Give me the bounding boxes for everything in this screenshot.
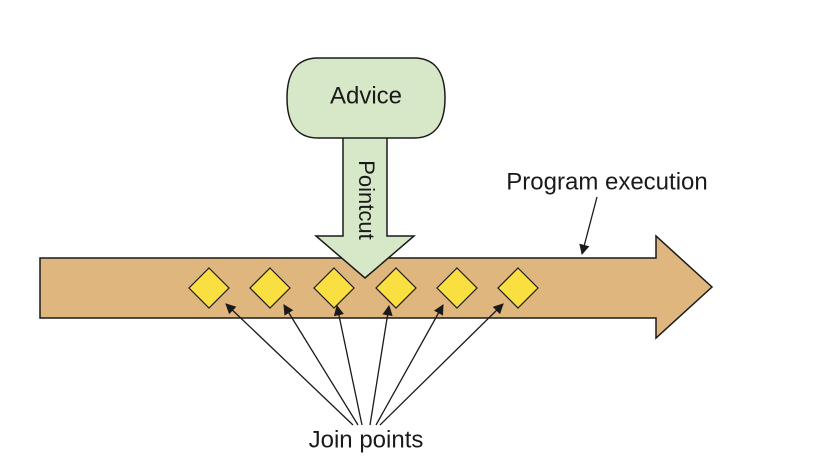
join-point-diamond [436,267,478,309]
join-points-group [188,267,539,309]
join-points-label: Join points [309,426,424,453]
advice-box [286,57,446,139]
program-execution-label: Program execution [506,168,707,195]
program-execution-leader-arrow [579,196,598,256]
join-point-diamond [497,267,539,309]
join-point-leader-arrow [225,303,354,426]
join-point-diamond [249,267,291,309]
join-point-diamond [375,267,417,309]
join-point-leader-arrow [369,304,393,426]
join-point-leader-arrow [283,304,359,426]
join-point-diamond [188,267,230,309]
join-point-leader-arrow [333,304,363,426]
pointcut-arrow [313,135,417,279]
join-point-leader-arrow [379,303,504,426]
join-point-leaders [225,303,504,426]
program-execution-arrow [39,234,714,340]
pointcut-label: Pointcut [354,160,379,240]
advice-label: Advice [330,82,402,109]
join-point-leader-arrow [375,304,444,426]
